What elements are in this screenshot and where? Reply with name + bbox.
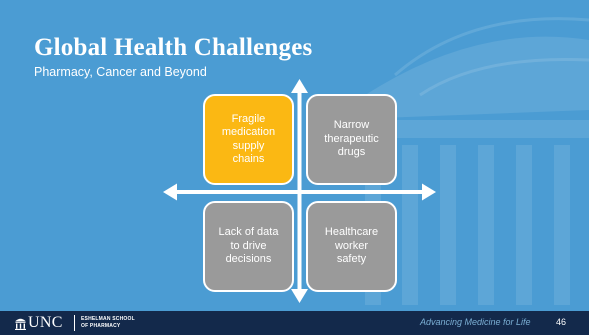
school-name: ESHELMAN SCHOOL OF PHARMACY	[81, 316, 135, 329]
footer-divider	[74, 315, 75, 331]
quadrant-lack-of-data: Lack of data to drive decisions	[203, 201, 294, 292]
footer-bar: UNC ESHELMAN SCHOOL OF PHARMACY Advancin…	[0, 311, 589, 335]
tagline: Advancing Medicine for Life	[420, 317, 531, 327]
quadrant-therapeutic-drugs: Narrow therapeutic drugs	[306, 94, 397, 185]
slide-title: Global Health Challenges	[34, 34, 313, 61]
slide-subtitle: Pharmacy, Cancer and Beyond	[34, 65, 207, 79]
unc-logo-text: UNC	[28, 314, 63, 331]
quadrant-supply-chains: Fragile medication supply chains	[203, 94, 294, 185]
quadrant-worker-safety: Healthcare worker safety	[306, 201, 397, 292]
slide-number: 46	[556, 317, 567, 327]
unc-logo: UNC	[15, 315, 63, 331]
old-well-icon	[15, 318, 26, 330]
